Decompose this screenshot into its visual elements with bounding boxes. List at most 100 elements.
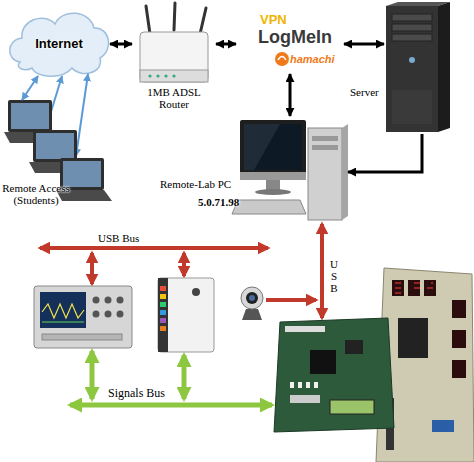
probe-lead — [160, 310, 166, 315]
board-switch — [306, 382, 310, 388]
oscilloscope-knob — [93, 297, 100, 304]
waveform — [42, 322, 84, 323]
server-node: Server — [384, 2, 450, 134]
webcam-usb-link — [266, 298, 316, 302]
seven-segment-display — [452, 360, 466, 378]
pc-tower-side — [342, 124, 348, 220]
bus-label: USB Bus — [98, 232, 139, 244]
pc-drive-slot — [312, 136, 338, 141]
server-drive-bay — [392, 14, 432, 21]
board-switch — [290, 382, 294, 388]
probe-lead — [160, 326, 166, 331]
connector — [22, 76, 38, 100]
oscilloscope-knob — [117, 297, 124, 304]
node-label: LogMeIn — [258, 27, 342, 47]
seven-segment-display — [452, 330, 466, 348]
node-label: Internet — [8, 36, 110, 51]
signals-bus-arrow — [70, 403, 272, 408]
logic-analyzer-side — [158, 278, 168, 352]
screen-reflection — [244, 124, 280, 170]
laptop-screen-frame — [33, 130, 77, 162]
pc-drive-slot — [312, 145, 338, 150]
router-led — [156, 74, 159, 77]
node-label: 1MB ADSL Router — [140, 86, 208, 110]
board-chip — [398, 318, 428, 358]
router-body — [140, 32, 208, 82]
router-led — [164, 74, 167, 77]
node-label: Server — [350, 86, 384, 98]
pc-tower-front — [308, 128, 342, 220]
fpga-board — [274, 318, 394, 432]
server-side — [438, 2, 450, 132]
router-node: 1MB ADSL Router — [132, 2, 216, 114]
node-label: Remote-Lab PC — [160, 178, 260, 190]
router-led — [172, 74, 175, 77]
server-power-button — [409, 57, 415, 63]
connector — [344, 43, 384, 46]
board-connector — [290, 395, 320, 403]
signal-link — [182, 355, 187, 399]
remote-lab-pc-node: Remote-Lab PC 5.0.71.98 — [158, 116, 348, 228]
board-connector — [285, 326, 325, 332]
oscilloscope-knob — [105, 311, 112, 318]
oscilloscope-buttons — [42, 334, 122, 340]
connector — [216, 43, 236, 46]
logic-analyzer-body — [158, 278, 214, 352]
server-front — [386, 6, 438, 132]
oscilloscope-knob — [105, 297, 112, 304]
board-switch — [314, 382, 318, 388]
usb-bus-arrow — [40, 246, 268, 250]
vpn-logo-node: VPNLogMeIn hamachi — [236, 12, 344, 74]
connector — [348, 134, 422, 172]
seven-segment-display — [452, 300, 466, 318]
hamachi-logo-swirl — [278, 57, 286, 61]
board-chip — [345, 340, 363, 354]
laptop-screen — [36, 133, 74, 159]
probe-lead — [160, 318, 166, 323]
node-label: VPN — [260, 12, 300, 27]
board-switch — [298, 382, 302, 388]
server-drive-bay — [392, 34, 432, 41]
oscilloscope-knob — [93, 311, 100, 318]
probe-lead — [160, 302, 166, 307]
bus-label: Signals Bus — [108, 386, 165, 401]
oscilloscope-screen — [40, 292, 86, 328]
webcam-stand — [242, 309, 262, 320]
oscilloscope-body — [34, 286, 132, 348]
monitor-bezel — [240, 172, 306, 180]
keyboard — [232, 200, 306, 214]
server-grille — [392, 90, 432, 124]
node-label: Remote Access (Students) — [0, 182, 72, 206]
node-label: hamachi — [290, 53, 344, 65]
router-antenna — [146, 6, 150, 34]
usb-link — [182, 253, 186, 276]
node-label: 5.0.71.98 — [198, 196, 258, 208]
monitor-frame — [240, 120, 306, 176]
probe-lead — [160, 286, 166, 291]
student-link — [76, 74, 88, 156]
internet-cloud-node: Internet — [8, 10, 110, 76]
router-front — [140, 70, 208, 82]
connector — [289, 74, 292, 116]
router-led — [148, 74, 151, 77]
laptop-screen-frame — [8, 100, 52, 132]
usb-link — [90, 253, 94, 284]
probe-lead — [160, 294, 166, 299]
monitor-stand — [266, 180, 280, 190]
fpga-chip — [310, 350, 336, 374]
router-antenna — [174, 3, 175, 30]
router-antenna — [200, 8, 206, 34]
monitor-screen — [244, 124, 302, 170]
student-laptops-node: Remote Access (Students) — [0, 100, 114, 203]
monitor-base — [255, 189, 291, 195]
display-segments — [395, 283, 433, 293]
webcam-lens-ring — [246, 292, 258, 304]
board-connector — [432, 420, 454, 432]
webcam-body — [241, 287, 263, 309]
laptop-screen — [11, 103, 49, 129]
bus-label: USB — [328, 258, 340, 294]
server-drive-bay — [392, 24, 432, 31]
lcd-display — [330, 400, 374, 414]
